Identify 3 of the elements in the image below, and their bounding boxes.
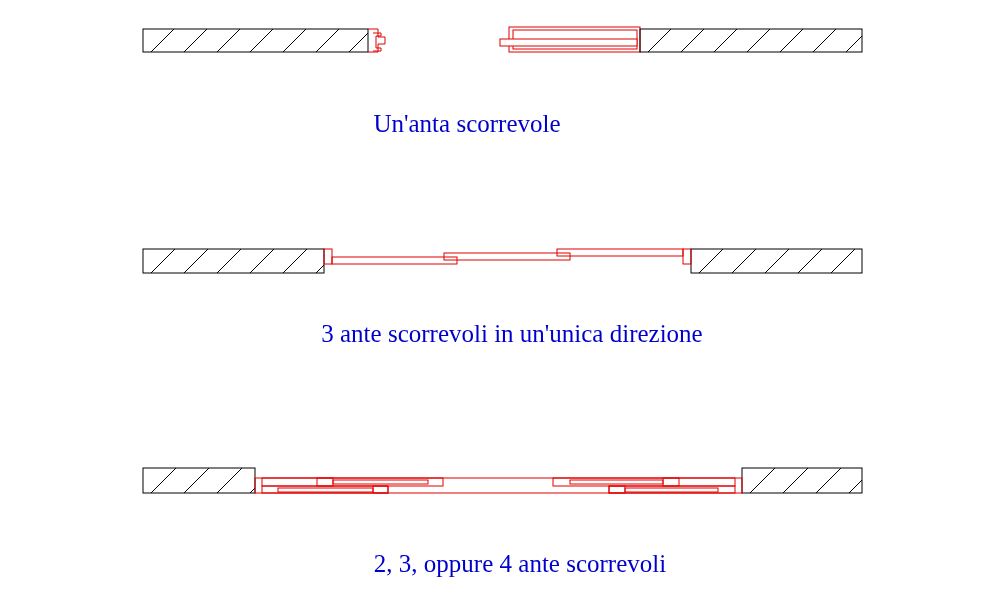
caption: 2, 3, oppure 4 ante scorrevoli (373, 550, 667, 578)
caption: 3 ante scorrevoli in un'unica direzione (321, 320, 703, 348)
caption: Un'anta scorrevole (373, 110, 561, 138)
